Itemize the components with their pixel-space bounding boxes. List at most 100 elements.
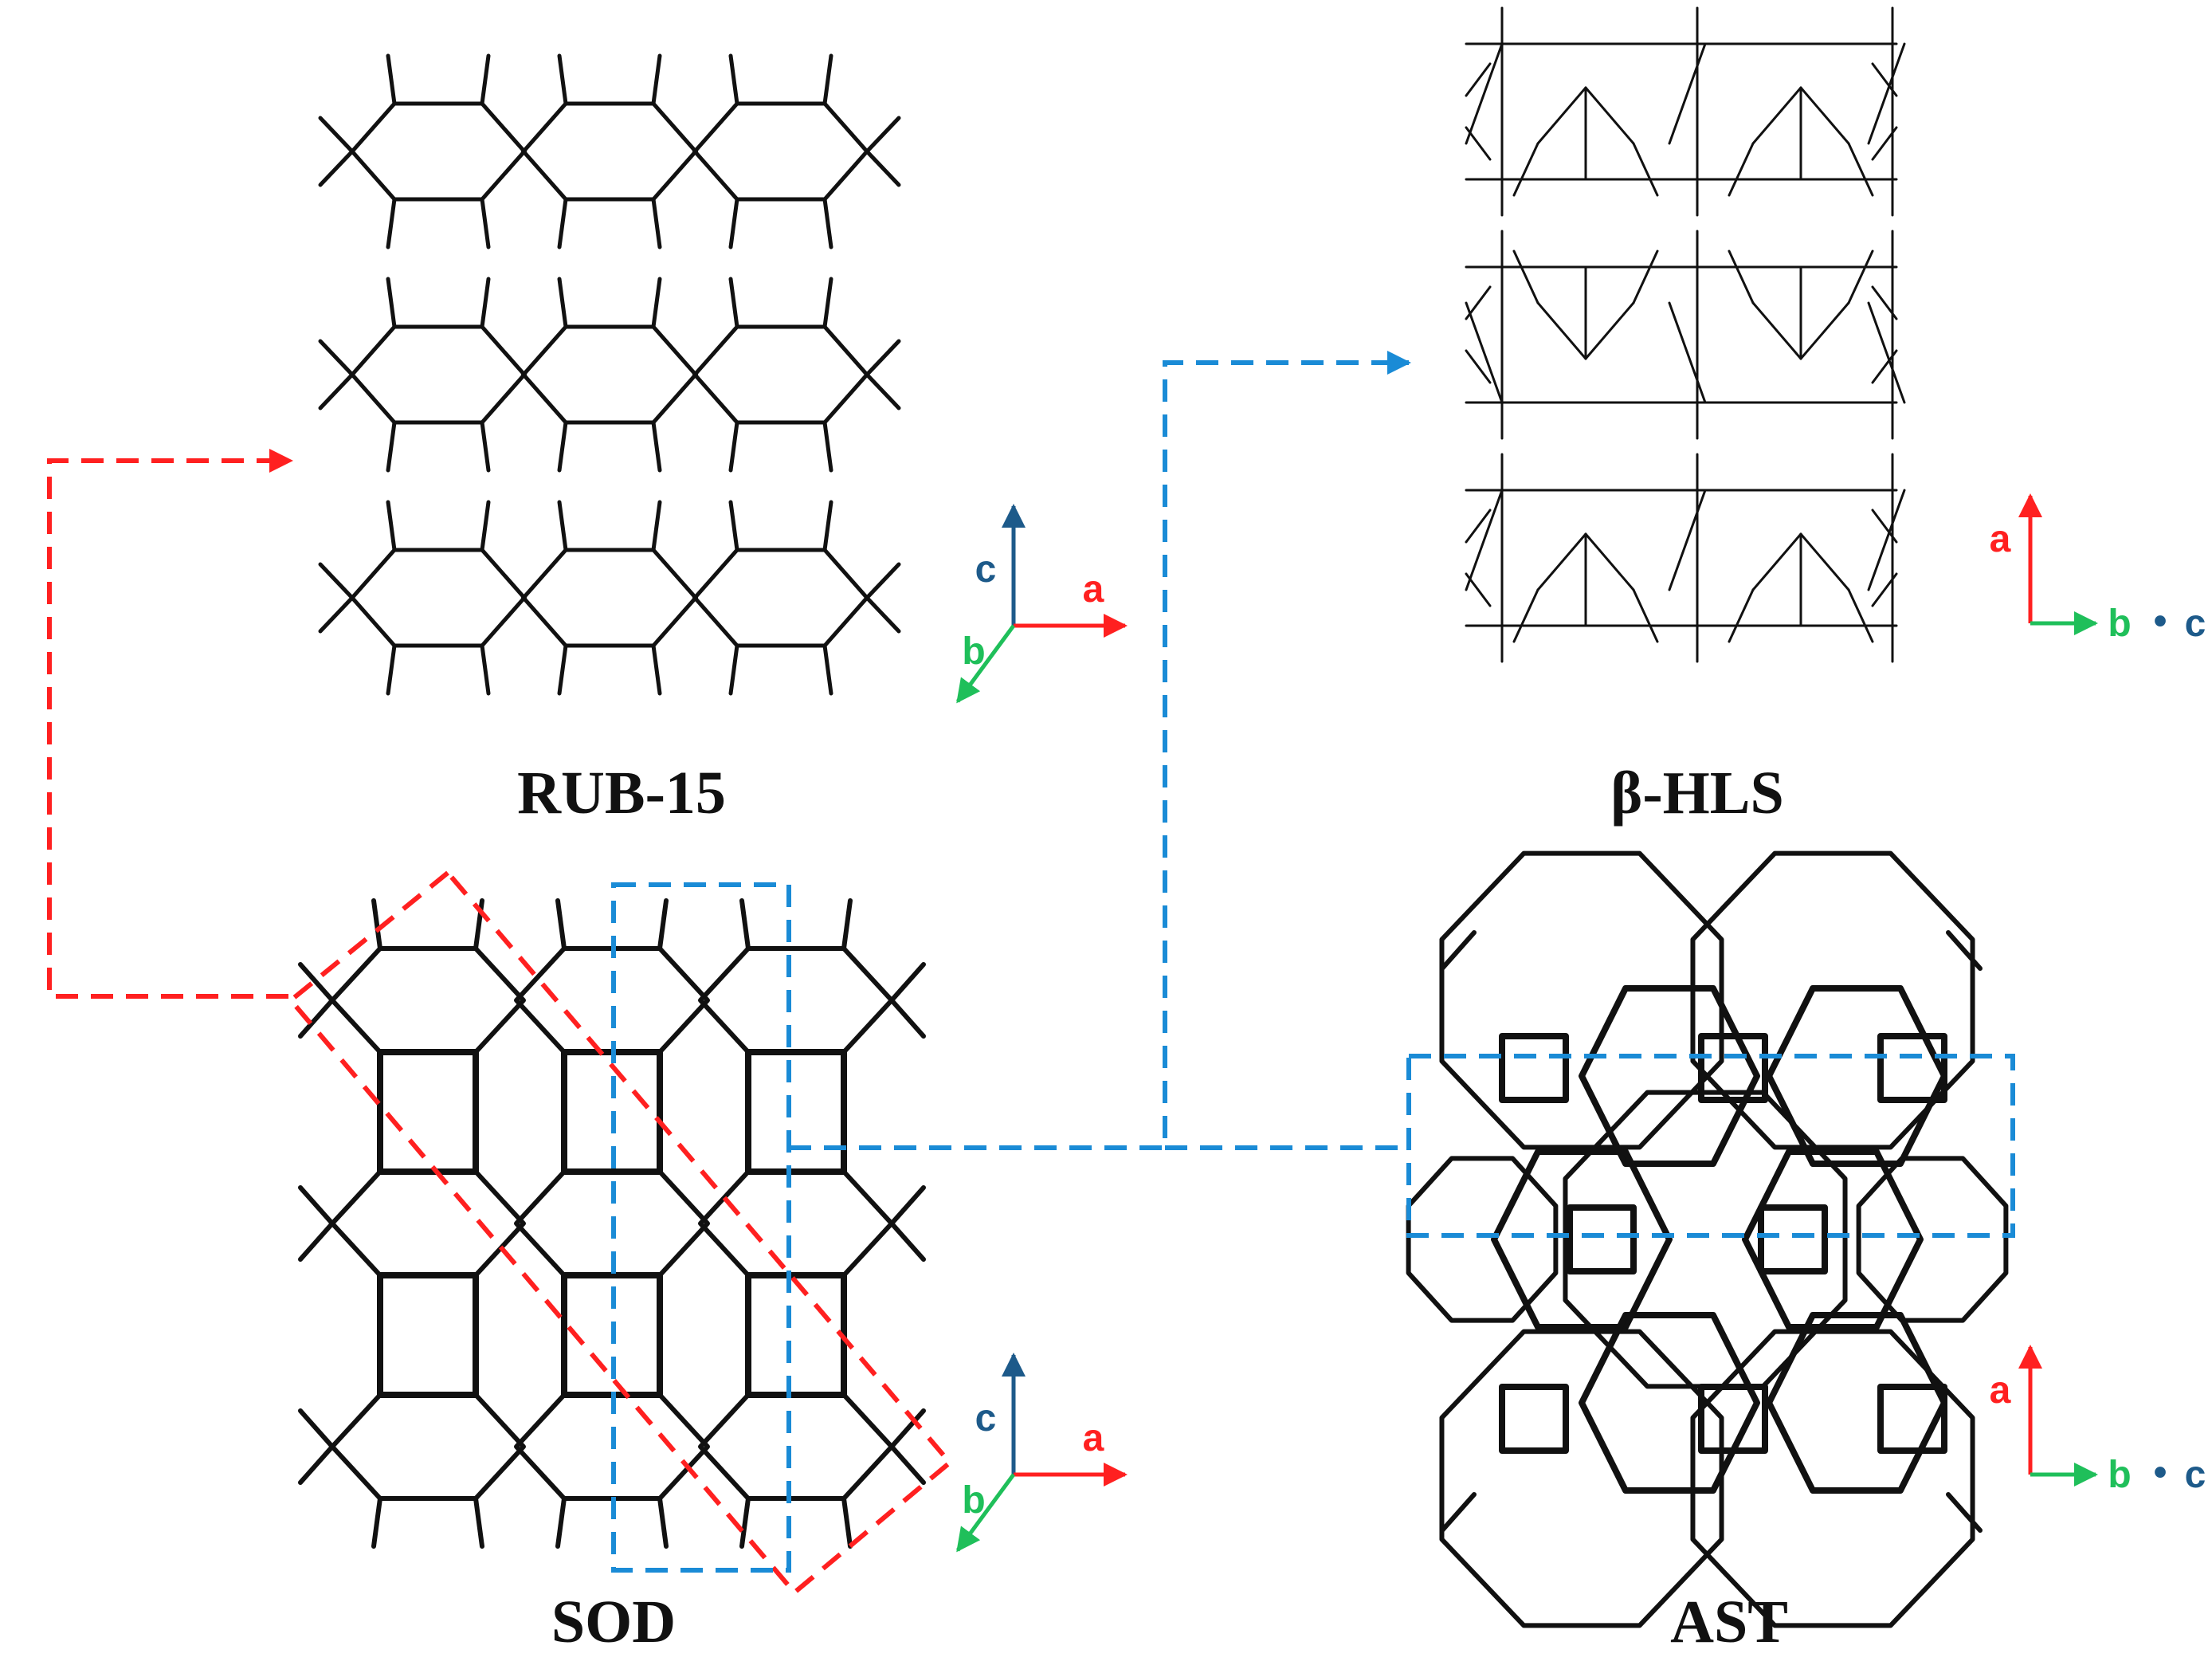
bond-stub: [318, 595, 355, 634]
four-ring: [1567, 1204, 1637, 1274]
bond-stub: [555, 898, 567, 951]
bond-stub: [865, 339, 901, 377]
octagon-ring: [1439, 1329, 1724, 1628]
bond-stub: [1440, 1492, 1477, 1533]
hexagon-ring: [698, 946, 894, 1055]
bond-stub: [1946, 930, 1983, 971]
bond-stub: [651, 53, 662, 106]
four-ring: [1499, 1384, 1569, 1454]
bond-line: [1751, 301, 1802, 360]
hexagon-ring: [1491, 1149, 1673, 1330]
bond-line: [1584, 86, 1635, 145]
bond-stub: [889, 1221, 926, 1262]
bond-stub: [557, 197, 568, 249]
bond-stub: [822, 643, 833, 696]
bond-stub: [557, 500, 568, 552]
bond-stub: [371, 898, 382, 951]
hexagon-ring: [349, 548, 528, 648]
bond-line: [1728, 249, 1755, 304]
axis-triad-2d-icon: a b • c: [1990, 493, 2206, 645]
bond-stub: [728, 197, 739, 249]
bond-stub: [822, 53, 833, 106]
bond-line: [1465, 489, 1504, 591]
axis-c-label: c: [2185, 603, 2206, 645]
bond-stub: [557, 53, 568, 106]
hexagon-ring: [520, 324, 699, 425]
hexagon-ring: [1766, 1312, 1947, 1494]
bond-line: [1632, 249, 1659, 304]
ast-label: AST: [1670, 1589, 1788, 1655]
bond-stub: [822, 197, 833, 249]
hexagon-ring: [520, 548, 699, 648]
bond-stub: [1465, 572, 1492, 607]
hexagon-ring: [520, 101, 699, 202]
bond-stub: [822, 420, 833, 473]
bond-stub: [557, 420, 568, 473]
four-ring: [745, 1049, 847, 1175]
bond-stub: [728, 500, 739, 552]
four-ring: [1698, 1033, 1768, 1103]
ast-blue-selection-box: [1406, 1054, 2015, 1238]
sod-structure: [298, 898, 926, 1549]
bond-line: [1465, 301, 1504, 404]
hexagon-ring: [349, 324, 528, 425]
bond-stub: [386, 277, 397, 329]
axis-a-label: a: [1083, 1417, 1104, 1459]
four-ring: [1499, 1033, 1569, 1103]
bond-stub: [386, 197, 397, 249]
rub15-label: RUB-15: [517, 760, 726, 827]
bond-stub: [480, 500, 491, 552]
axis-a-label: a: [1083, 568, 1104, 611]
bond-stub: [1465, 509, 1492, 544]
four-ring: [1698, 1384, 1768, 1454]
bond-stub: [1871, 285, 1898, 320]
bond-line: [1584, 301, 1635, 360]
bond-line: [1847, 588, 1874, 643]
hls-structure: [1465, 6, 1906, 663]
bond-stub: [557, 277, 568, 329]
bond-stub: [651, 500, 662, 552]
axis-b-label: b: [962, 1479, 985, 1522]
bond-stub: [480, 197, 491, 249]
axis-b-label: b: [2108, 1454, 2131, 1496]
bond-stub: [841, 1496, 853, 1549]
axis-b-label: b: [2108, 603, 2131, 645]
bond-line: [1867, 301, 1906, 404]
bond-stub: [728, 277, 739, 329]
bond-stub: [657, 898, 669, 951]
bond-line: [1847, 249, 1874, 304]
four-ring: [745, 1272, 847, 1398]
bond-line: [1536, 86, 1587, 145]
bond-stub: [889, 962, 926, 1003]
bond-stub: [555, 1496, 567, 1549]
hexagon-ring: [698, 1169, 894, 1278]
bond-stub: [865, 116, 901, 154]
bond-stub: [1440, 930, 1477, 971]
axis-c-label: c: [975, 1397, 997, 1439]
hexagon-ring: [1579, 985, 1760, 1167]
bond-stub: [651, 277, 662, 329]
bond-stub: [865, 149, 901, 187]
axis-triad-2d-icon: a b • c: [1990, 1345, 2206, 1496]
bond-line: [1668, 301, 1707, 404]
bond-stub: [1871, 62, 1898, 97]
bond-line: [1632, 142, 1659, 197]
bond-stub: [739, 898, 751, 951]
bond-stub: [889, 1408, 926, 1449]
axis-c-label: c: [975, 548, 997, 591]
bond-stub: [865, 372, 901, 410]
bond-line: [1867, 489, 1906, 591]
bond-line: [1799, 86, 1850, 145]
sod-blue-selection-box: [611, 882, 791, 1573]
hexagon-ring: [692, 101, 870, 202]
axis-a-label: a: [1990, 518, 2011, 560]
bond-stub: [651, 420, 662, 473]
bond-line: [1728, 588, 1755, 643]
bond-stub: [480, 277, 491, 329]
bond-line: [1751, 86, 1802, 145]
hexagon-ring: [330, 1169, 526, 1278]
hexagon-ring: [330, 1392, 526, 1501]
bond-stub: [1871, 572, 1898, 607]
bond-stub: [1465, 285, 1492, 320]
octagon-ring: [1690, 850, 1975, 1150]
